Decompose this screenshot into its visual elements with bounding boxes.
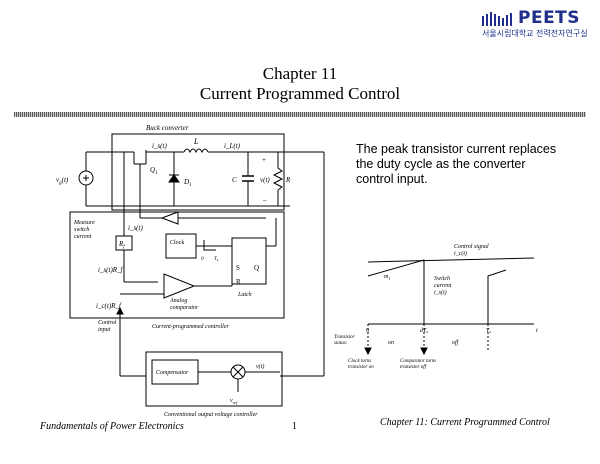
off-label: off xyxy=(452,339,460,346)
measure-label-2: switch xyxy=(74,227,89,233)
footer-page-number: 1 xyxy=(292,421,297,432)
l-label: L xyxy=(193,137,199,146)
ic-rf-label: i_c(t)R_f xyxy=(96,302,122,310)
comparator-turns-label-1: Comparator turns xyxy=(400,359,436,364)
switch-current-ramp-1 xyxy=(367,259,425,324)
minus-label: – xyxy=(262,196,267,204)
buffer-icon xyxy=(160,211,179,225)
switch-current-label-2: current xyxy=(434,283,452,289)
chapter-subtitle: Current Programmed Control xyxy=(199,84,401,103)
q-label: Q xyxy=(254,264,259,272)
m1-label: m1 xyxy=(384,274,390,281)
transistor-status-label-2: status: xyxy=(334,341,348,346)
waveform-diagram: Control signal i_c(t) m1 Switch current … xyxy=(334,244,538,370)
s-label: S xyxy=(236,264,240,272)
comparator-icon xyxy=(163,273,196,299)
logo-subtitle: 서울시립대학교 전력전자연구실 xyxy=(482,29,588,38)
ic-t-label: i_c(t) xyxy=(454,250,467,257)
ts-label: Ts xyxy=(486,328,491,334)
control-signal-label: Control signal xyxy=(454,244,489,250)
rf-label: Rf xyxy=(118,240,125,250)
latch-label: Latch xyxy=(237,292,252,298)
cov-controller-box xyxy=(145,351,283,407)
buck-converter-label: Buck converter xyxy=(146,124,189,132)
arrow-up-icon xyxy=(116,306,124,315)
control-input-label-1: Control xyxy=(98,320,117,326)
analog-comparator-label-2: comparator xyxy=(170,305,199,311)
buck-converter-box xyxy=(111,133,285,211)
on-label: on xyxy=(388,340,394,346)
cov-controller-label: Conventional output voltage controller xyxy=(164,412,258,418)
transistor-status-label-1: Transistor xyxy=(334,335,355,340)
logo-name: PEETS xyxy=(518,8,581,28)
comparator-arrow-icon xyxy=(420,347,428,356)
cp-controller-label: Current-programmed controller xyxy=(152,324,229,330)
v-label: v(t) xyxy=(260,176,270,184)
circuit-diagram: Buck converter i_s(t) L i_L(t) Q1 D1 vg(… xyxy=(56,124,325,418)
peets-logo: PEETS 서울시립대학교 전력전자연구실 xyxy=(482,8,594,40)
measure-label-1: Measure xyxy=(73,220,95,226)
title-rule xyxy=(14,112,586,117)
control-input-label-2: input xyxy=(98,327,111,333)
clock-turns-label-2: transistor on xyxy=(348,365,374,370)
inductor-icon xyxy=(183,148,209,154)
r-latch-label: R xyxy=(236,278,241,286)
clock-ts-label: Ts xyxy=(214,257,219,262)
chapter-title: Chapter 11 xyxy=(262,64,338,83)
vref-label: vref xyxy=(230,398,238,405)
vg-label: vg(t) xyxy=(56,176,69,186)
peak-current-text: The peak transistor current replaces the… xyxy=(356,142,557,186)
r-label: R xyxy=(285,176,291,184)
clock-turns-label-1: Clock turns xyxy=(348,359,371,364)
switch-current-label-3: i_s(t) xyxy=(434,289,447,296)
c-label: C xyxy=(232,176,237,184)
d1-label: D1 xyxy=(183,178,192,188)
logo-bars-icon xyxy=(482,12,512,26)
clock-zero-label: 0 xyxy=(201,257,204,262)
is-label: i_s(t) xyxy=(152,142,167,150)
footer-book-title: Fundamentals of Power Electronics xyxy=(40,421,184,432)
comparator-turns-label-2: transistor off xyxy=(400,365,427,370)
is2-label: i_s(t) xyxy=(128,224,143,232)
diode-icon xyxy=(168,174,180,183)
vt-label: v(t) xyxy=(256,363,264,370)
is-rf-label: i_s(t)R_f xyxy=(98,266,124,274)
clock-label: Clock xyxy=(170,240,184,246)
latch-box xyxy=(231,237,267,285)
dts-label: dTs xyxy=(420,328,428,334)
analog-comparator-label-1: Analog xyxy=(169,298,187,304)
plus-label: + xyxy=(262,156,266,164)
resistor-icon xyxy=(272,167,284,191)
zero-label: 0 xyxy=(366,328,369,334)
control-signal-line xyxy=(367,257,535,263)
measure-label-3: current xyxy=(74,234,92,240)
q1-label: Q1 xyxy=(150,166,158,176)
t-axis-label: t xyxy=(536,328,538,334)
switch-current-ramp-2 xyxy=(487,269,507,324)
clock-arrow-icon xyxy=(364,347,372,356)
footer-chapter: Chapter 11: Current Programmed Control xyxy=(380,417,550,428)
compensator-label: Compensator xyxy=(156,370,189,376)
clock-box xyxy=(165,233,197,259)
switch-current-label-1: Switch xyxy=(434,276,450,282)
il-label: i_L(t) xyxy=(224,142,241,150)
